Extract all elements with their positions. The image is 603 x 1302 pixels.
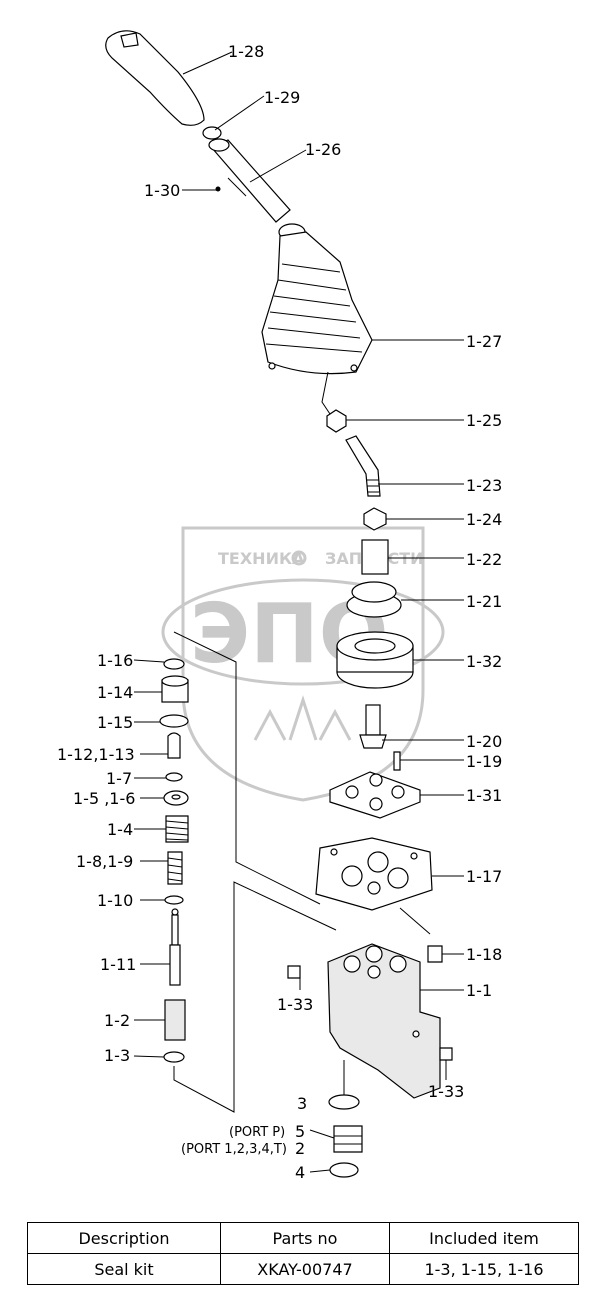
joint-1-22 <box>361 539 389 575</box>
label-1-3: 1-3 <box>104 1046 130 1065</box>
route-line <box>173 631 337 1113</box>
nut-1-24 <box>363 507 387 531</box>
table-cell-included-item: 1-3, 1-15, 1-16 <box>389 1253 579 1285</box>
label-1-18: 1-18 <box>466 945 502 964</box>
label-1-33-left: 1-33 <box>277 995 313 1014</box>
seat-1-5 <box>163 790 189 806</box>
nut-1-25 <box>326 409 347 433</box>
handle-grip <box>105 30 205 126</box>
casing-1-17 <box>315 837 433 911</box>
valve-body-1-1 <box>327 943 441 1099</box>
table-header-included-item: Included item <box>389 1222 579 1254</box>
pin-1-30 <box>215 186 221 192</box>
label-port-1234t: (PORT 1,2,3,4,T) <box>181 1142 287 1157</box>
spool-1-2 <box>164 999 186 1041</box>
label-1-31: 1-31 <box>466 786 502 805</box>
table-header-description: Description <box>27 1222 221 1254</box>
table-header-row: Description Parts no Included item <box>27 1222 579 1254</box>
o-ring-1-3 <box>163 1051 185 1063</box>
bent-stud <box>345 435 381 497</box>
label-1-12-1-13: 1-12,1-13 <box>57 745 135 764</box>
label-1-4: 1-4 <box>107 820 133 839</box>
exploded-parts-diagram: ТЕХНИКА ЗАПЧАСТИ ЭПО <box>57 30 502 1182</box>
plate-1-21 <box>346 581 402 618</box>
table-header-parts-no: Parts no <box>220 1222 390 1254</box>
table-row: Seal kit XKAY-00747 1-3, 1-15, 1-16 <box>27 1253 579 1285</box>
bolt-1-19 <box>393 751 401 771</box>
watermark-text-1: ТЕХНИКА <box>218 549 305 568</box>
parts-table: Description Parts no Included item Seal … <box>27 1222 579 1285</box>
label-1-7: 1-7 <box>106 769 132 788</box>
spool-1-12 <box>167 732 181 759</box>
label-1-25: 1-25 <box>466 411 502 430</box>
label-1-33-right: 1-33 <box>428 1082 464 1101</box>
washer-1-10 <box>164 895 184 905</box>
o-ring-1-16 <box>163 658 185 670</box>
label-1-14: 1-14 <box>97 683 133 702</box>
label-3: 3 <box>297 1094 307 1113</box>
label-1-26: 1-26 <box>305 140 341 159</box>
label-1-30: 1-30 <box>144 181 180 200</box>
label-5: 5 <box>295 1122 305 1141</box>
label-2: 2 <box>295 1139 305 1158</box>
label-1-28: 1-28 <box>228 42 264 61</box>
label-1-2: 1-2 <box>104 1011 130 1030</box>
label-1-16: 1-16 <box>97 651 133 670</box>
plug-1-14 <box>161 675 189 703</box>
washer-1-7 <box>165 772 183 782</box>
o-ring-3 <box>328 1094 360 1110</box>
pusher-1-20 <box>359 704 387 749</box>
o-ring-1-15 <box>159 714 189 728</box>
label-1-10: 1-10 <box>97 891 133 910</box>
spring-1-4 <box>165 815 189 843</box>
label-1-17: 1-17 <box>466 867 502 886</box>
plate-1-31 <box>329 771 421 819</box>
label-1-8-1-9: 1-8,1-9 <box>76 852 133 871</box>
nut-1-29 <box>202 126 222 140</box>
label-1-21: 1-21 <box>466 592 502 611</box>
label-1-1: 1-1 <box>466 981 492 1000</box>
table-cell-parts-no: XKAY-00747 <box>220 1253 390 1285</box>
label-port-p: (PORT P) <box>229 1125 285 1140</box>
rubber-boot <box>261 223 373 375</box>
label-1-11: 1-11 <box>100 955 136 974</box>
label-1-19: 1-19 <box>466 752 502 771</box>
table-cell-description: Seal kit <box>27 1253 221 1285</box>
label-1-27: 1-27 <box>466 332 502 351</box>
label-1-20: 1-20 <box>466 732 502 751</box>
label-1-29: 1-29 <box>264 88 300 107</box>
label-1-15: 1-15 <box>97 713 133 732</box>
bushing-1-18 <box>427 945 443 963</box>
label-1-5-1-6: 1-5 ,1-6 <box>73 789 135 808</box>
label-1-32: 1-32 <box>466 652 502 671</box>
part-labels: 1-28 1-29 1-26 1-30 1-27 1-25 1-23 1-24 … <box>57 42 502 1182</box>
plug-1-33-right <box>439 1047 453 1061</box>
lever-rod <box>208 138 291 223</box>
label-1-23: 1-23 <box>466 476 502 495</box>
spool-1-11 <box>169 908 181 986</box>
boot-seat-1-32 <box>336 631 414 689</box>
label-4: 4 <box>295 1163 305 1182</box>
label-1-22: 1-22 <box>466 550 502 569</box>
o-ring-4 <box>329 1162 359 1178</box>
label-1-24: 1-24 <box>466 510 502 529</box>
spring-1-8 <box>167 851 183 885</box>
connector-5-2 <box>333 1125 363 1153</box>
leader-lines <box>133 51 464 1173</box>
plug-1-33-left <box>287 965 301 979</box>
